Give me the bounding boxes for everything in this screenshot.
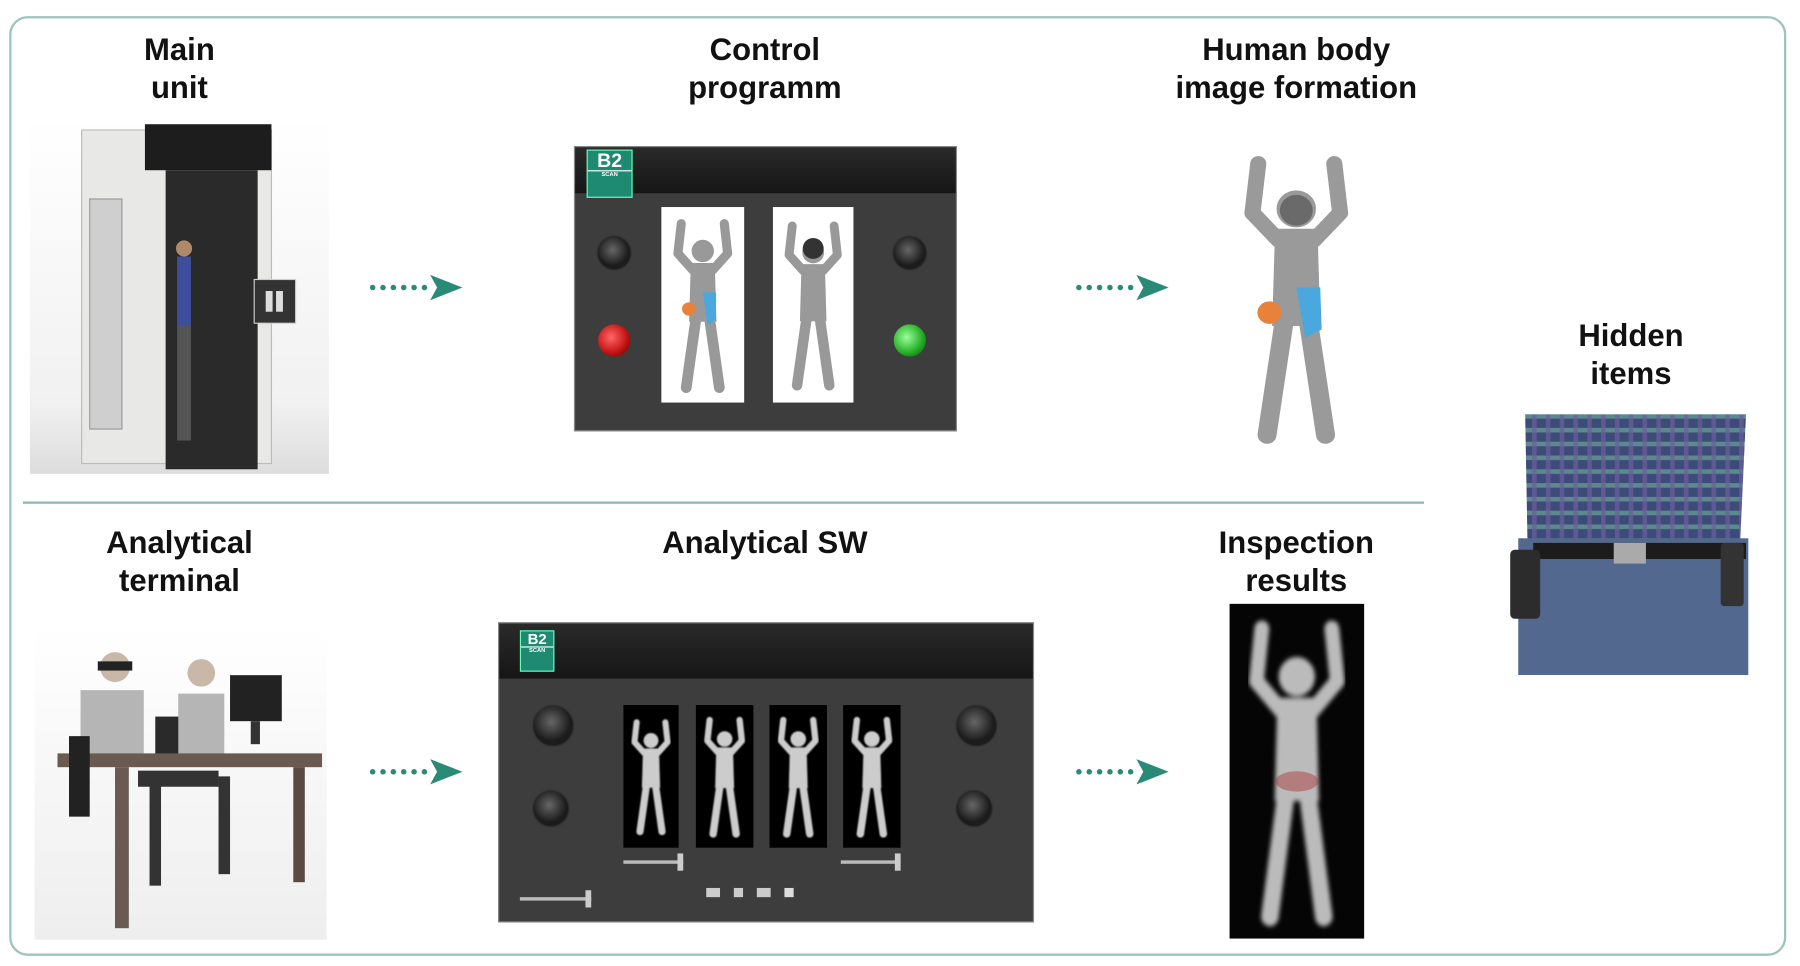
flow-arrow-icon	[1074, 274, 1171, 302]
title-line: unit	[150, 70, 208, 105]
logo-subtext: SCAN	[587, 170, 632, 178]
scan-view-1[interactable]	[623, 705, 679, 848]
flow-arrow-icon	[1074, 758, 1171, 786]
left-view-slider[interactable]	[623, 853, 684, 871]
alarm-red-light	[598, 324, 631, 357]
body-figure-with-items	[661, 207, 744, 403]
mark-knob[interactable]	[956, 791, 992, 826]
title-line: items	[1590, 356, 1672, 392]
main-unit-image	[29, 118, 329, 474]
body-figure-with-items	[1222, 147, 1372, 448]
scanner-booth-illustration	[81, 124, 297, 470]
hidden-items-image	[1504, 414, 1754, 676]
zoom-knob[interactable]	[533, 791, 569, 826]
logo-text: B2	[527, 630, 547, 648]
logo-subtext: SCAN	[521, 646, 554, 654]
body-scan-image	[843, 705, 901, 848]
clear-green-light	[893, 324, 926, 357]
title-line: Hidden	[1578, 318, 1684, 354]
body-figure-clear	[773, 207, 854, 403]
body-scan-image	[696, 705, 754, 848]
right-view-slider[interactable]	[840, 853, 901, 871]
person-with-hidden-items-photo	[1510, 414, 1749, 676]
logo-text: B2	[597, 149, 623, 172]
human-body-image	[1222, 147, 1372, 448]
title-line: Inspection	[1218, 525, 1374, 561]
previous-button[interactable]	[706, 887, 721, 898]
title-line: results	[1245, 563, 1348, 599]
screen-header-bar	[499, 623, 1033, 679]
flow-arrow-icon	[368, 274, 465, 302]
body-scan-image	[769, 705, 827, 848]
scan-window-right	[772, 207, 854, 403]
scan-view-2[interactable]	[695, 705, 754, 848]
title-line: Analytical SW	[662, 525, 868, 561]
inspection-results-image	[1229, 603, 1365, 939]
title-line: image formation	[1175, 70, 1418, 105]
play-button[interactable]	[733, 887, 744, 898]
contrast-slider[interactable]	[519, 890, 592, 908]
playback-controls	[706, 887, 821, 906]
row-divider	[23, 501, 1424, 504]
scan-view-4[interactable]	[843, 705, 901, 848]
operators-at-desk-illustration	[57, 652, 323, 929]
rotate-knob[interactable]	[956, 706, 997, 746]
title-analytical-sw: Analytical SW	[581, 524, 949, 562]
title-line: Main	[144, 32, 215, 67]
next-button[interactable]	[756, 887, 771, 898]
title-line: Human body	[1202, 32, 1391, 67]
stop-button[interactable]	[784, 887, 794, 898]
left-control-knob[interactable]	[598, 236, 631, 270]
select-knob[interactable]	[533, 706, 573, 746]
scan-window-left	[661, 207, 745, 403]
scan-view-3[interactable]	[769, 705, 827, 848]
screen-header-bar	[575, 147, 956, 194]
analytical-terminal-image	[34, 626, 327, 940]
diagram-frame	[9, 16, 1787, 956]
right-control-knob[interactable]	[893, 236, 926, 270]
body-scan-image	[623, 705, 678, 848]
title-line: Control	[709, 32, 821, 67]
title-line: programm	[688, 70, 842, 105]
body-scan-result	[1230, 604, 1365, 939]
title-line: terminal	[119, 563, 240, 599]
flow-arrow-icon	[368, 758, 465, 786]
title-line: Analytical	[106, 525, 253, 561]
